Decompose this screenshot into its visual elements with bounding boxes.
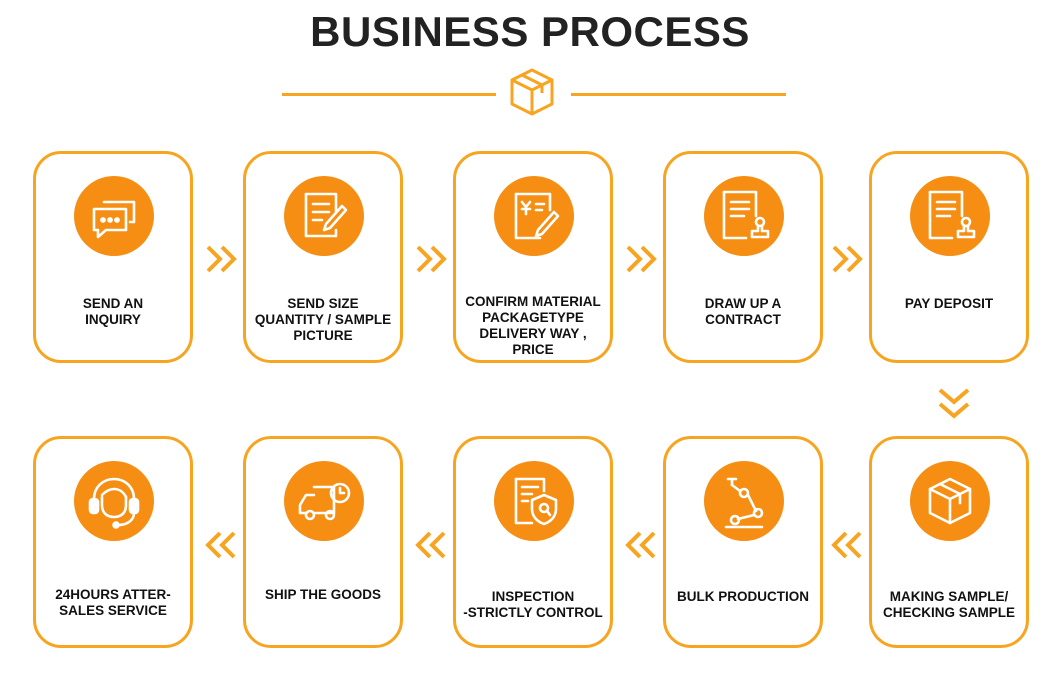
chevron-right-icon bbox=[204, 244, 238, 274]
step-send-size: SEND SIZE QUANTITY / SAMPLE PICTURE bbox=[243, 151, 403, 363]
step-ship-goods: SHIP THE GOODS bbox=[243, 436, 403, 648]
delivery-truck-icon bbox=[284, 461, 364, 541]
box-icon bbox=[508, 66, 556, 118]
title-divider-left bbox=[282, 93, 496, 96]
step-label: MAKING SAMPLE/ CHECKING SAMPLE bbox=[882, 589, 1015, 620]
step-inspection: INSPECTION -STRICTLY CONTROL bbox=[453, 436, 613, 648]
chevron-right-icon bbox=[624, 244, 658, 274]
chevron-left-icon bbox=[624, 530, 658, 560]
step-label: DRAW UP A CONTRACT bbox=[704, 296, 782, 327]
step-label: SEND SIZE QUANTITY / SAMPLE PICTURE bbox=[254, 296, 392, 343]
step-label: SEND AN INQUIRY bbox=[82, 296, 144, 327]
step-label: PAY DEPOSIT bbox=[904, 296, 994, 311]
step-making-sample: MAKING SAMPLE/ CHECKING SAMPLE bbox=[869, 436, 1029, 648]
chat-bubbles-icon bbox=[74, 176, 154, 256]
chevron-left-icon bbox=[204, 530, 238, 560]
step-label: INSPECTION -STRICTLY CONTROL bbox=[463, 589, 603, 620]
box-icon bbox=[910, 461, 990, 541]
price-document-icon bbox=[494, 176, 574, 256]
chevron-left-icon bbox=[414, 530, 448, 560]
step-draw-contract: DRAW UP A CONTRACT bbox=[663, 151, 823, 363]
edit-document-icon bbox=[284, 176, 364, 256]
step-label: CONFIRM MATERIAL PACKAGETYPE DELIVERY WA… bbox=[465, 294, 601, 357]
step-label: 24HOURS ATTER- SALES SERVICE bbox=[55, 587, 171, 618]
step-after-sales: 24HOURS ATTER- SALES SERVICE bbox=[33, 436, 193, 648]
title-divider-right bbox=[571, 93, 786, 96]
step-label: BULK PRODUCTION bbox=[677, 589, 809, 604]
step-bulk-production: BULK PRODUCTION bbox=[663, 436, 823, 648]
chevron-left-icon bbox=[830, 530, 864, 560]
step-pay-deposit: PAY DEPOSIT bbox=[869, 151, 1029, 363]
step-confirm-material: CONFIRM MATERIAL PACKAGETYPE DELIVERY WA… bbox=[453, 151, 613, 363]
chevron-right-icon bbox=[830, 244, 864, 274]
chevron-down-icon bbox=[937, 386, 971, 420]
page-title: BUSINESS PROCESS bbox=[310, 8, 750, 55]
contract-stamp-icon bbox=[704, 176, 784, 256]
deposit-stamp-icon bbox=[910, 176, 990, 256]
step-label: SHIP THE GOODS bbox=[264, 587, 382, 602]
step-send-inquiry: SEND AN INQUIRY bbox=[33, 151, 193, 363]
chevron-right-icon bbox=[414, 244, 448, 274]
inspection-shield-icon bbox=[494, 461, 574, 541]
headset-service-icon bbox=[74, 461, 154, 541]
robot-arm-icon bbox=[704, 461, 784, 541]
